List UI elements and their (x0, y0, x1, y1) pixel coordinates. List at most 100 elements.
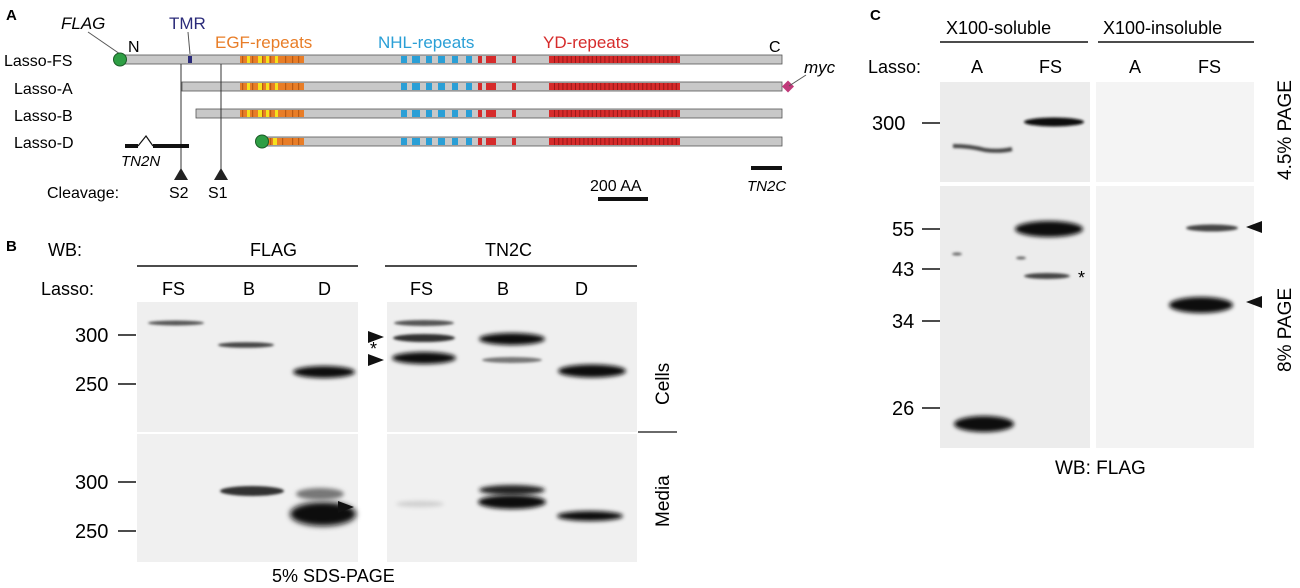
egf-core-a (258, 83, 263, 90)
yd-repeat-divider (638, 138, 639, 145)
nhl-repeat-fs (401, 56, 407, 63)
yd-repeat-divider (558, 83, 560, 90)
arrow-lower-cells (368, 354, 384, 366)
yd-repeat-divider (579, 56, 581, 63)
egf-core-fs (275, 56, 278, 63)
nhl-repeat-a (412, 83, 420, 90)
yd-repeat-divider (659, 83, 660, 90)
gel-insoluble-bottom (1096, 186, 1254, 448)
wb-label: WB: (48, 240, 82, 260)
nhl-repeat-b (438, 110, 445, 117)
flag-tag-fs (113, 52, 127, 67)
yd-segment-d (512, 138, 516, 145)
gel-bottom-label: 8% PAGE (1275, 288, 1296, 372)
yd-repeat-divider (612, 83, 614, 90)
mw-55-c: 55 (892, 219, 914, 241)
yd-repeat-divider (591, 83, 593, 90)
mw-43-c: 43 (892, 259, 914, 281)
egf-repeat-divider (282, 138, 284, 145)
nhl-repeat-b (426, 110, 432, 117)
lasso-label-b: Lasso: (41, 279, 94, 299)
yd-repeat-divider (654, 138, 656, 145)
yd-repeat-divider (675, 138, 677, 145)
yd-repeat-divider (654, 56, 656, 63)
nhl-label: NHL-repeats (378, 33, 474, 52)
yd-repeat-divider (650, 110, 652, 117)
myc-label: myc (804, 58, 836, 77)
egf-core-fs (258, 56, 263, 63)
yd-repeat-divider (667, 56, 669, 63)
yd-repeat-divider (646, 110, 648, 117)
yd-repeat-divider (591, 138, 593, 145)
yd-segment-fs (512, 56, 516, 63)
construct-bar-d (261, 136, 783, 147)
c-terminus-label: C (769, 39, 781, 56)
yd-repeat-divider (608, 138, 610, 145)
bands-tn2c-media (396, 485, 623, 521)
yd-repeat-divider (659, 56, 660, 63)
yd-segment-b (512, 110, 516, 117)
egf-core-fs (247, 56, 250, 63)
yd-repeat-divider (625, 83, 627, 90)
egf-label: EGF-repeats (215, 33, 312, 52)
egf-core-b (247, 110, 250, 117)
egf-domain-fs (240, 56, 304, 63)
yd-repeat-divider (604, 83, 606, 90)
media-label: Media (653, 475, 674, 527)
yd-repeat-divider (596, 56, 597, 63)
nhl-repeat-b (412, 110, 420, 117)
lane-label-b-flag: B (243, 279, 255, 299)
yd-repeat-divider (566, 56, 568, 63)
mw-250-cells: 250 (75, 374, 108, 396)
yd-repeat-divider (600, 83, 602, 90)
nhl-repeat-fs (438, 56, 445, 63)
scale-bar-label: 200 AA (590, 178, 642, 195)
tn2c-group-label: TN2C (485, 240, 532, 260)
construct-label-b: Lasso-B (14, 108, 73, 125)
arrow-c-34 (1246, 296, 1262, 308)
lane-label-fs-flag: FS (162, 279, 185, 299)
yd-repeat-divider (642, 56, 644, 63)
yd-segment-fs (478, 56, 482, 63)
yd-repeat-divider (659, 138, 660, 145)
egf-repeat-divider (292, 83, 294, 90)
egf-core-fs (266, 56, 269, 63)
egf-domain-d (266, 138, 304, 145)
lane-label-a-sol: A (971, 57, 983, 77)
yd-repeat-divider (667, 110, 669, 117)
nhl-repeat-fs (426, 56, 432, 63)
gel-soluble-top (940, 82, 1090, 182)
egf-repeat-divider (262, 83, 264, 90)
flag-label: FLAG (61, 14, 105, 33)
egf-repeat-divider (285, 56, 287, 63)
yd-repeat-divider (663, 138, 665, 145)
arrow-media (338, 501, 354, 513)
lane-label-b-tn2c: B (497, 279, 509, 299)
egf-repeat-divider (298, 110, 300, 117)
mw-26-c: 26 (892, 398, 914, 420)
cells-label: Cells (653, 363, 674, 405)
yd-repeat-divider (642, 83, 644, 90)
egf-repeat-divider (262, 110, 264, 117)
egf-repeat-divider (252, 83, 254, 90)
yd-repeat-divider (671, 138, 673, 145)
egf-repeat-divider (262, 56, 264, 63)
yd-repeat-divider (570, 56, 572, 63)
yd-repeat-divider (646, 83, 648, 90)
yd-repeat-divider (587, 56, 589, 63)
yd-repeat-divider (667, 83, 669, 90)
nhl-repeat-a (452, 83, 458, 90)
panel-a: A FLAG TMR EGF-repeats NHL-repeats YD-re… (4, 7, 836, 202)
myc-pointer (788, 74, 807, 87)
yd-repeat-divider (554, 110, 555, 117)
yd-repeat-divider (617, 138, 618, 145)
egf-core-b (275, 110, 278, 117)
tn2c-bar (751, 166, 782, 170)
bands-tn2c-cells (392, 320, 626, 378)
egf-core-a (266, 83, 269, 90)
yd-segment-b (478, 110, 482, 117)
yd-segment-a (486, 83, 496, 90)
yd-repeat-divider (646, 56, 648, 63)
yd-repeat-divider (671, 110, 673, 117)
